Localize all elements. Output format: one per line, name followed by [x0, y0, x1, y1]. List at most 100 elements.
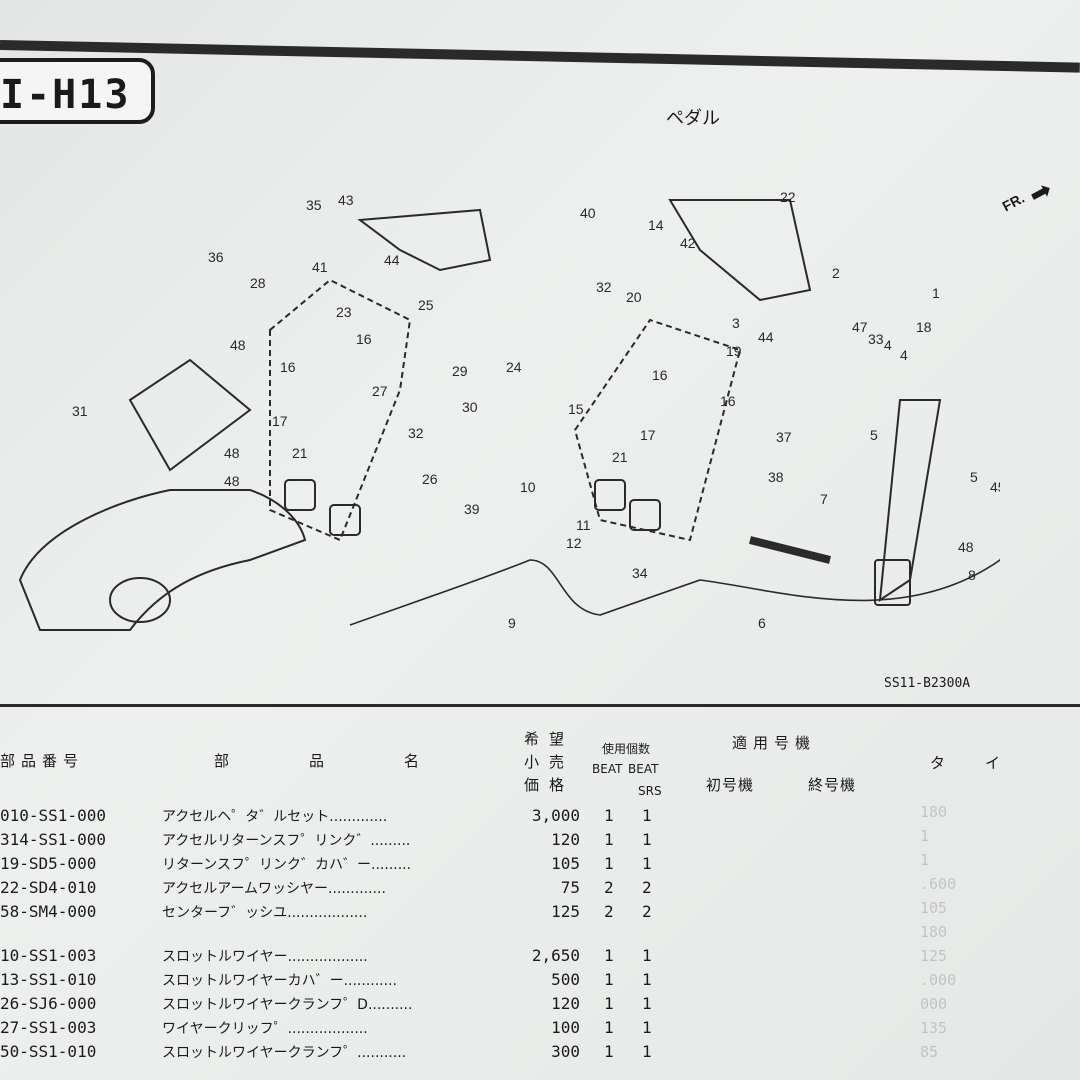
bleedthrough-line: 135: [920, 1019, 948, 1037]
part-number: 13-SS1-010: [0, 970, 97, 989]
top-rule: [0, 40, 1080, 73]
callout-label: 20: [626, 289, 642, 305]
callout-label: 24: [506, 359, 522, 375]
callout-label: 48: [224, 445, 240, 461]
qty-beat-srs: 2: [642, 878, 652, 897]
callout-label: 16: [720, 393, 736, 409]
brake-pad: [284, 479, 316, 511]
table-row: 10-SS1-003 スロットルワイヤー.................. 2,6…: [0, 946, 680, 970]
callout-label: 44: [758, 329, 774, 345]
callout-label: 34: [632, 565, 648, 581]
callout-label: 10: [520, 479, 536, 495]
page-title: ペダル: [666, 108, 720, 129]
qty-beat: 2: [604, 902, 614, 921]
callout-label: 3: [732, 315, 740, 331]
col-header-qty-beat: BEAT: [592, 762, 623, 776]
callout-label: 39: [464, 501, 480, 517]
part-number: 26-SJ6-000: [0, 994, 97, 1013]
part-name: アクセルヘ゜タ゛ルセット.............: [162, 809, 388, 825]
price: 120: [551, 830, 580, 849]
part-number: 50-SS1-010: [0, 1042, 97, 1061]
qty-beat-srs: 1: [642, 994, 652, 1013]
callout-label: 30: [462, 399, 478, 415]
callout-label: 35: [306, 197, 322, 213]
part-number: 10-SS1-003: [0, 946, 97, 965]
callout-label: 47: [852, 319, 868, 335]
callout-label: 14: [648, 217, 664, 233]
part-name: ワイヤークリッフ゜..................: [162, 1021, 368, 1037]
callout-label: 48: [224, 473, 240, 489]
qty-beat: 1: [604, 1042, 614, 1061]
left-bracket: [357, 208, 492, 272]
callout-label: 40: [580, 205, 596, 221]
pedal-assembly-left: [269, 278, 412, 542]
footrest: [128, 358, 252, 472]
col-header-part-name: 部品名: [214, 752, 500, 770]
qty-beat-srs: 1: [642, 830, 652, 849]
brake-pedal-pad: [629, 499, 661, 531]
bleedthrough-line: 180: [920, 803, 948, 821]
callout-label: 7: [820, 491, 828, 507]
callout-label: 45: [990, 479, 1000, 495]
callout-label: 38: [768, 469, 784, 485]
callout-label: 29: [452, 363, 468, 379]
accelerator-pad: [874, 559, 911, 606]
callout-label: 8: [968, 567, 976, 583]
qty-beat: 1: [604, 970, 614, 989]
part-name: スロットルワイヤーカハ゛ー............: [162, 973, 397, 989]
callout-label: 9: [508, 615, 516, 631]
price: 500: [551, 970, 580, 989]
part-name: スロットルワイヤー..................: [162, 949, 368, 965]
price: 105: [551, 854, 580, 873]
part-name: アクセルリターンスフ゜リンク゛.........: [162, 833, 411, 849]
col-header-price-mid: 小売: [524, 753, 575, 771]
bleedthrough-line: .600: [920, 875, 957, 893]
callout-label: 27: [372, 383, 388, 399]
price: 75: [560, 878, 580, 897]
qty-beat: 1: [604, 806, 614, 825]
part-number: 19-SD5-000: [0, 854, 97, 873]
callout-label: 12: [566, 535, 582, 551]
front-direction-label: FR.: [999, 189, 1027, 215]
bleedthrough-line: 1: [920, 827, 930, 845]
qty-beat: 1: [604, 854, 614, 873]
callout-label: 32: [596, 279, 612, 295]
callout-label: 22: [780, 189, 796, 205]
callout-label: 26: [422, 471, 438, 487]
cable-sheath: [749, 536, 831, 564]
part-name: アクセルアームワッシヤー.............: [162, 881, 386, 897]
callout-label: 28: [250, 275, 266, 291]
col-header-srs: SRS: [638, 784, 662, 798]
price: 2,650: [531, 946, 580, 965]
callout-label: 44: [384, 252, 400, 268]
callout-label: 17: [640, 427, 656, 443]
col-header-qty-beat-srs: BEAT: [628, 762, 659, 776]
section-code: I-H13: [0, 72, 131, 118]
callout-label: 15: [568, 401, 584, 417]
exploded-parts-diagram: 35 43 36 28 41 44 23 25 16 48 16 27 31 1…: [18, 189, 1000, 631]
qty-beat: 1: [604, 946, 614, 965]
bleedthrough-line: 000: [920, 995, 948, 1013]
section-divider: [0, 704, 1080, 707]
bleedthrough-line: 105: [920, 899, 948, 917]
callout-label: 19: [726, 343, 742, 359]
qty-beat-srs: 1: [642, 854, 652, 873]
part-number: 58-SM4-000: [0, 902, 97, 921]
callout-label: 16: [356, 331, 372, 347]
callout-label: 4: [900, 347, 908, 363]
col-header-last: 終号機: [808, 776, 857, 794]
bleedthrough-line: 125: [920, 947, 948, 965]
callout-label: 5: [870, 427, 878, 443]
callout-label: 37: [776, 429, 792, 445]
callout-label: 21: [612, 449, 628, 465]
